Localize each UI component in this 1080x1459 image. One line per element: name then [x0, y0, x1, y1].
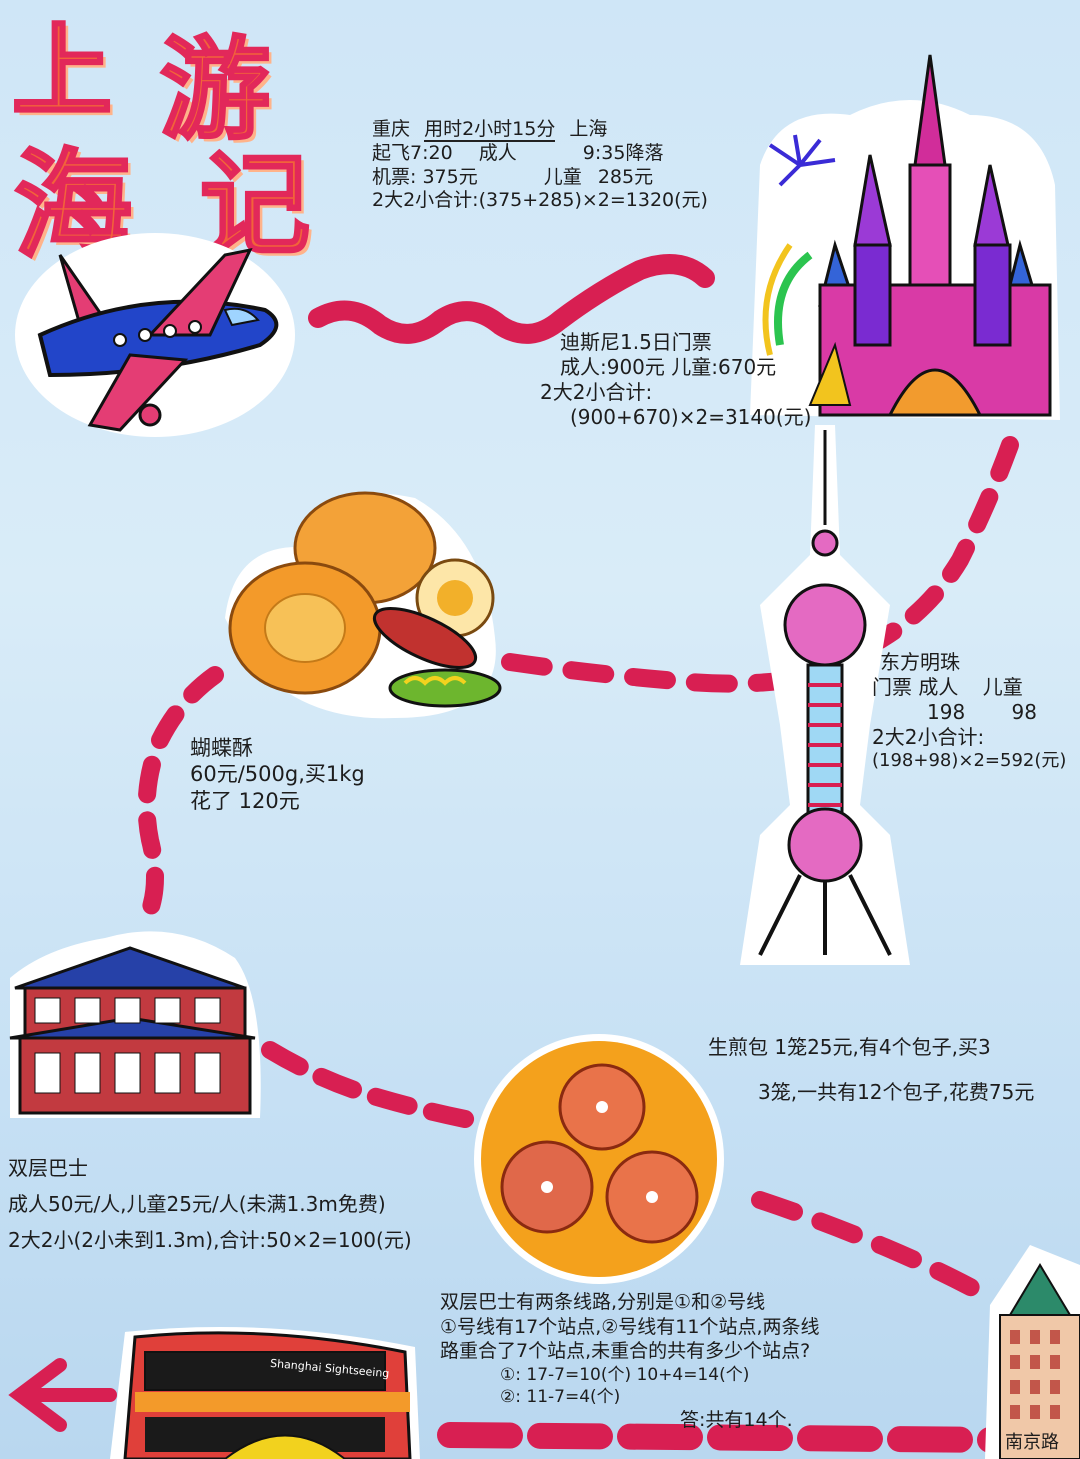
puzzle-line4: ①: 17-7=10(个) 10+4=14(个): [500, 1365, 750, 1386]
pearl-tower-name: 东方明珠: [880, 650, 960, 674]
puzzle-note: 双层巴士有两条线路,分别是①和②号线 ①号线有17个站点,②号线有11个站点,两…: [440, 1290, 820, 1433]
disney-castle-illustration: [740, 45, 1070, 430]
chinese-pavilion-illustration: [5, 918, 265, 1123]
pavilion-icon: [9, 931, 261, 1118]
airplane-illustration: [10, 225, 300, 445]
pearl-tower-ticket-label: 门票: [872, 675, 912, 699]
pearl-tower-note: 东方明珠 门票 成人 儿童 198 98 2大2小合计: (198+98)×2=…: [872, 650, 1066, 773]
puzzle-line6: 答:共有14个.: [680, 1409, 793, 1432]
bottom-right-label: 南京路: [1005, 1432, 1059, 1453]
double-decker-bus-illustration: Shanghai Sightseeing: [105, 1322, 425, 1459]
flight-total: 2大2小合计:(375+285)×2=1320(元): [372, 189, 708, 212]
puzzle-line5: ②: 11-7=4(个): [500, 1387, 621, 1408]
buns-note: 生煎包 1笼25元,有4个包子,买3 3笼,一共有12个包子,花费75元: [708, 1035, 1034, 1105]
flight-child-price: 285元: [597, 165, 654, 188]
pearl-tower-child-price: 98: [1011, 700, 1037, 724]
bus-line2: 成人50元/人,儿童25元/人(未满1.3m免费): [8, 1192, 386, 1216]
castle-icon: [750, 54, 1060, 420]
pearl-tower-adult-label: 成人: [918, 675, 959, 699]
pastry-line1: 蝴蝶酥: [190, 736, 253, 760]
bus-note: 双层巴士 成人50元/人,儿童25元/人(未满1.3m免费) 2大2小(2小未到…: [8, 1150, 412, 1258]
flight-duration: 用时2小时15分: [424, 118, 556, 142]
flight-from: 重庆: [372, 118, 411, 140]
buns-line1: 生煎包 1笼25元,有4个包子,买3: [708, 1035, 991, 1059]
bus-line1: 双层巴士: [8, 1156, 88, 1180]
tower-icon: [740, 425, 910, 965]
pastry-note: 蝴蝶酥 60元/500g,买1kg 花了 120元: [190, 735, 365, 814]
flight-ticket-label: 机票:: [372, 165, 417, 188]
bus-line3: 2大2小(2小未到1.3m),合计:50×2=100(元): [8, 1228, 412, 1252]
flight-depart: 起飞7:20: [372, 141, 453, 164]
pastry-line3: 花了 120元: [190, 788, 300, 813]
building-icon: [985, 1245, 1080, 1459]
disney-line4: (900+670)×2=3140(元): [570, 405, 812, 429]
puzzle-line2: ①号线有17个站点,②号线有11个站点,两条线: [440, 1315, 820, 1338]
disney-line1: 迪斯尼1.5日门票: [560, 330, 712, 354]
title-char-you: 游: [159, 25, 272, 156]
pearl-tower-child-label: 儿童: [982, 675, 1023, 699]
pearl-tower-line3: 2大2小合计:: [872, 725, 985, 749]
flight-adult-price: 375元: [422, 165, 478, 188]
flight-adult-label: 成人: [478, 141, 517, 164]
butterfly-pastry-illustration: [215, 478, 510, 723]
title-char-shang: 上: [11, 12, 114, 132]
buns-icon: [474, 1034, 724, 1284]
pastry-line2: 60元/500g,买1kg: [190, 762, 365, 787]
flight-child-label: 儿童: [543, 165, 582, 188]
puzzle-line1: 双层巴士有两条线路,分别是①和②号线: [440, 1291, 766, 1313]
puzzle-line3: 路重合了7个站点,未重合的共有多少个站点?: [440, 1340, 811, 1363]
pearl-tower-line4: (198+98)×2=592(元): [872, 750, 1067, 771]
pearl-tower-adult-price: 198: [927, 700, 966, 724]
airplane-icon: [15, 233, 295, 437]
disney-line2: 成人:900元 儿童:670元: [560, 355, 777, 379]
pastry-icon: [225, 491, 502, 719]
bund-building-illustration: [985, 1245, 1080, 1459]
disney-line3: 2大2小合计:: [540, 380, 653, 404]
buns-line2: 3笼,一共有12个包子,花费75元: [758, 1080, 1035, 1104]
flight-to: 上海: [569, 118, 608, 140]
bus-icon: [110, 1327, 420, 1459]
flight-arrive: 9:35降落: [582, 141, 664, 164]
pearl-tower-illustration: [740, 425, 910, 970]
flight-note: 重庆 用时2小时15分 上海 起飞7:20 成人 9:35降落 机票: 375元…: [372, 118, 708, 213]
pan-fried-buns-illustration: [472, 1032, 727, 1287]
disney-note: 迪斯尼1.5日门票 成人:900元 儿童:670元 2大2小合计: (900+6…: [540, 330, 812, 430]
